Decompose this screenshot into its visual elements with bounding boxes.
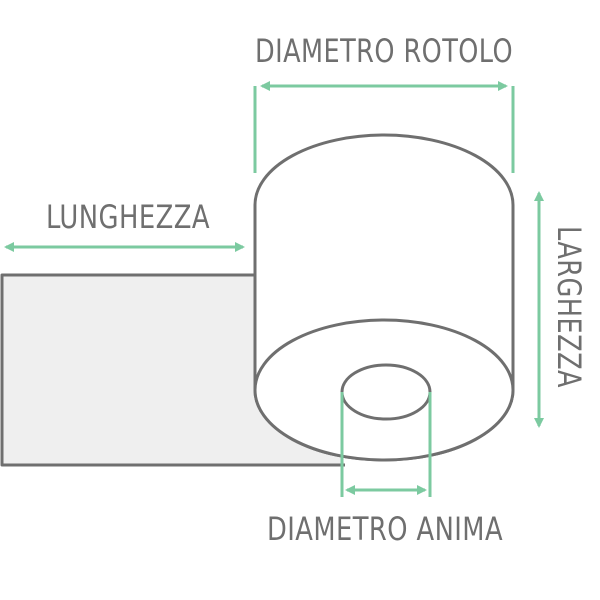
roll-diameter-dimension: DIAMETRO ROTOLO: [253, 32, 515, 173]
width-label: LARGHEZZA: [550, 226, 588, 388]
length-dimension: LUNGHEZZA: [4, 198, 245, 252]
core-hole: [340, 363, 432, 421]
core-diameter-dimension: DIAMETRO ANIMA: [267, 392, 503, 548]
width-dimension: LARGHEZZA: [534, 191, 588, 428]
length-label: LUNGHEZZA: [46, 198, 210, 236]
roll-diameter-label: DIAMETRO ROTOLO: [255, 32, 513, 70]
core-diameter-label: DIAMETRO ANIMA: [267, 510, 503, 548]
